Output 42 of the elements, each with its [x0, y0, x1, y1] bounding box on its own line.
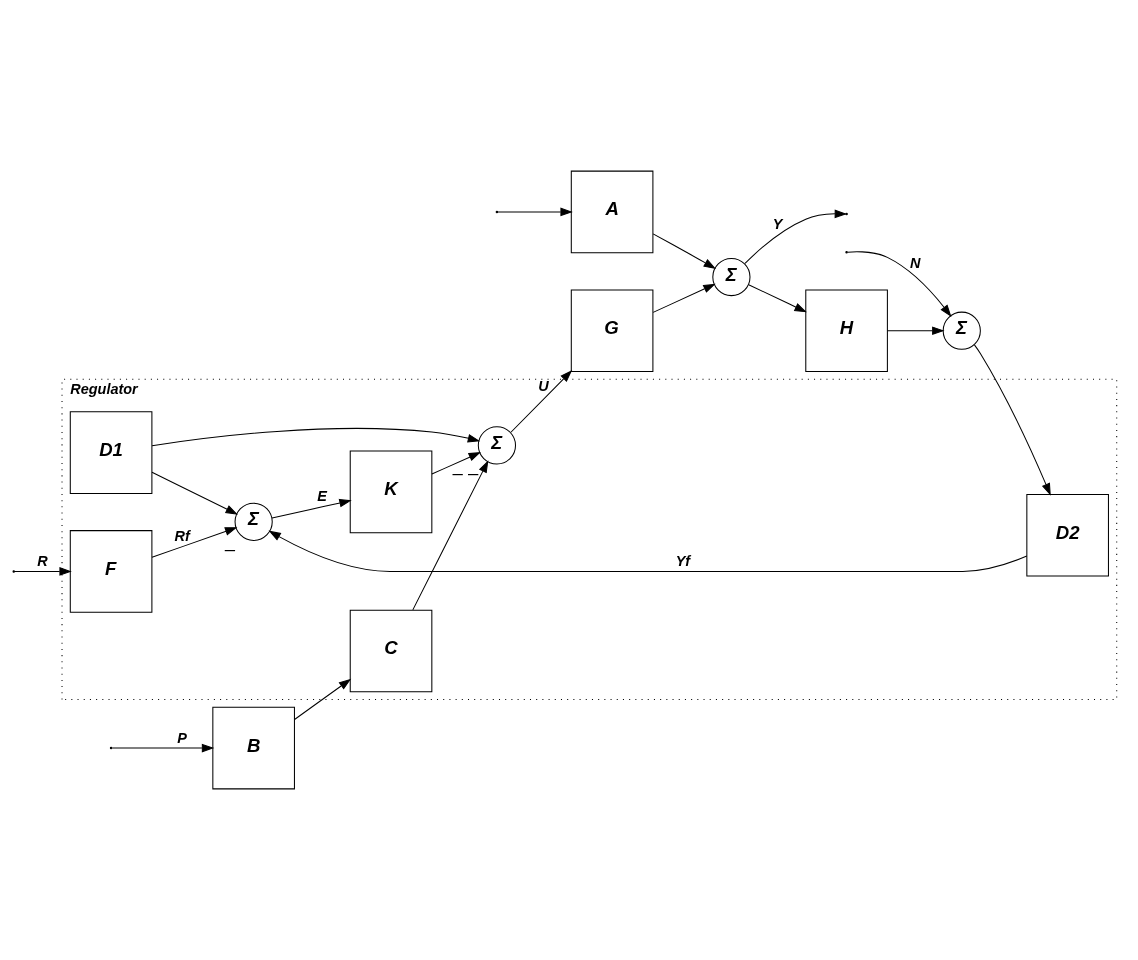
node-label: – –: [452, 461, 479, 483]
edge-label: Rf: [174, 527, 190, 544]
node-label: –: [224, 538, 236, 560]
arrow: [111, 743, 215, 753]
node-box: K: [349, 450, 433, 534]
node-box: H: [805, 289, 888, 373]
node-box: G: [570, 289, 654, 373]
edge-label: U: [538, 377, 549, 394]
arrow: [268, 530, 1028, 572]
arrow: [271, 498, 352, 519]
arrow: [151, 471, 238, 515]
edge-label: E: [317, 488, 327, 505]
arrow: [497, 207, 573, 217]
node-circle: Σ: [712, 257, 751, 297]
node-circle: Σ: [942, 311, 981, 350]
edge-label: Yf: [675, 553, 691, 570]
edge-label: P: [177, 730, 187, 747]
arrow: [431, 452, 481, 475]
edge-label: N: [910, 254, 921, 271]
node-circle: Σ: [234, 502, 273, 541]
arrow: [652, 283, 716, 313]
arrow: [294, 678, 352, 720]
arrow: [973, 344, 1051, 496]
arrow: [744, 209, 848, 264]
arrow: [887, 326, 945, 336]
node-circle: Σ: [477, 426, 517, 465]
node-box: D1: [69, 411, 153, 494]
arrow: [412, 460, 489, 611]
edge-label: Y: [772, 215, 783, 232]
arrow: [14, 567, 72, 576]
edge-label: R: [37, 553, 48, 570]
arrow: [151, 427, 481, 447]
node-box: B: [212, 706, 295, 790]
node-box: A: [570, 170, 654, 254]
arrow: [151, 527, 238, 558]
arrow: [652, 233, 717, 269]
arrow: [847, 251, 952, 317]
node-box: D2: [1026, 493, 1109, 577]
node-box: C: [349, 609, 433, 693]
arrow: [510, 370, 573, 433]
arrow: [748, 284, 807, 313]
node-box: F: [69, 530, 153, 613]
